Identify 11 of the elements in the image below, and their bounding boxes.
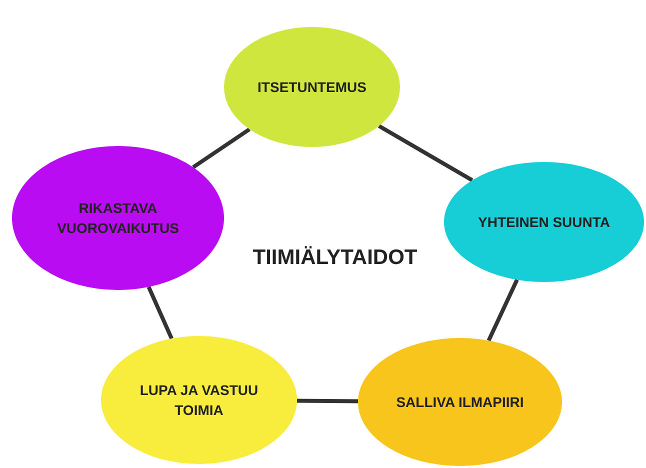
connector-line — [296, 398, 358, 404]
node-label: YHTEINEN SUUNTA — [478, 212, 610, 232]
node-label: RIKASTAVA VUOROVAIKUTUS — [56, 198, 180, 238]
node-label: ITSETUNTEMUS — [258, 78, 366, 97]
node-label: SALLIVA ILMAPIIRI — [396, 392, 524, 412]
node-label: LUPA JA VASTUU TOIMIA — [138, 380, 260, 420]
connector-line — [486, 278, 519, 342]
connector-line — [146, 286, 174, 340]
connector-line — [192, 128, 251, 169]
connector-line — [378, 124, 474, 182]
center-title: TIIMIÄLYTAIDOT — [252, 246, 418, 270]
